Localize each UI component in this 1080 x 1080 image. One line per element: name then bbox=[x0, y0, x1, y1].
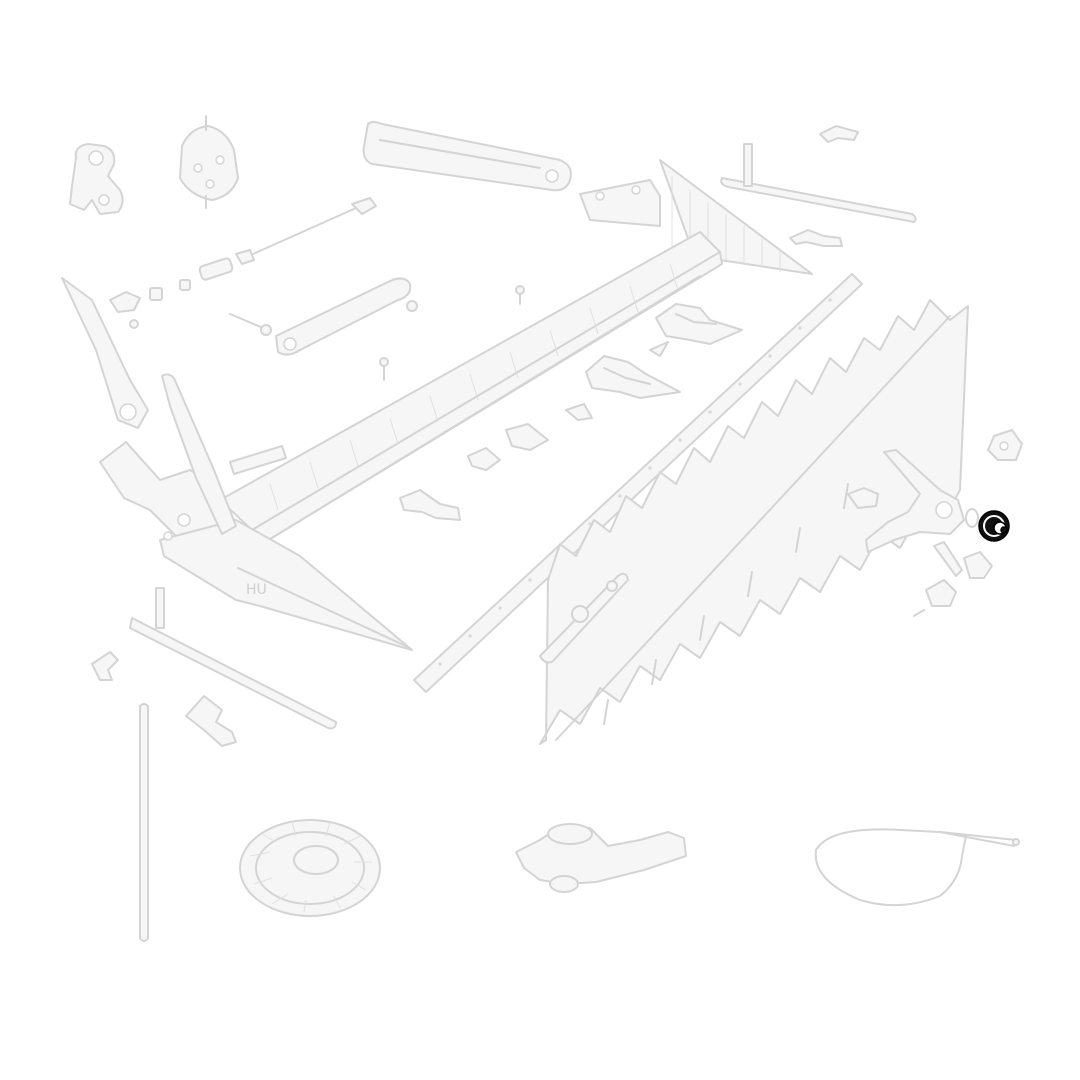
clip-part bbox=[789, 229, 843, 247]
hu-mark: HU bbox=[246, 582, 267, 598]
rocker-arm-part bbox=[865, 449, 979, 553]
knife-head-part bbox=[539, 572, 629, 664]
bearing-part[interactable] bbox=[978, 510, 1010, 542]
yoke-clamp-part bbox=[69, 143, 124, 215]
guard-finger-part bbox=[655, 303, 743, 345]
knife-back-bar bbox=[413, 273, 863, 693]
gear-housing-part bbox=[179, 115, 239, 209]
highlighted-part-name: bearing-part bbox=[0, 0, 6, 1]
cutter-bar-frame bbox=[219, 159, 813, 545]
gearbox-housing-part bbox=[515, 823, 687, 893]
pitman-arm-part bbox=[229, 277, 418, 356]
connecting-rod-part bbox=[362, 121, 572, 192]
guard-rod-part bbox=[720, 143, 917, 223]
bolt-set-part bbox=[109, 257, 234, 329]
cable-part bbox=[814, 828, 1020, 907]
guard-finger-part-2 bbox=[585, 355, 681, 399]
sickle-knife-part bbox=[539, 299, 969, 745]
wear-plate-part bbox=[229, 423, 549, 475]
drive-bracket-part bbox=[987, 429, 1023, 461]
diagram-state: bearing-part bbox=[0, 0, 6, 1]
lever-clip-part bbox=[185, 695, 237, 747]
clutch-disc-part bbox=[239, 819, 381, 917]
lift-arm-part bbox=[61, 277, 237, 535]
pin-part bbox=[379, 285, 525, 381]
grass-board-rod-part bbox=[129, 587, 337, 730]
angle-bracket-part bbox=[91, 651, 119, 681]
small-block-part bbox=[847, 487, 879, 509]
long-shaft-part bbox=[139, 703, 149, 942]
small-bracket-part bbox=[819, 125, 859, 143]
ball-joint-part bbox=[913, 541, 993, 617]
tie-rod-part bbox=[235, 197, 377, 265]
knife-section-small bbox=[565, 341, 669, 421]
